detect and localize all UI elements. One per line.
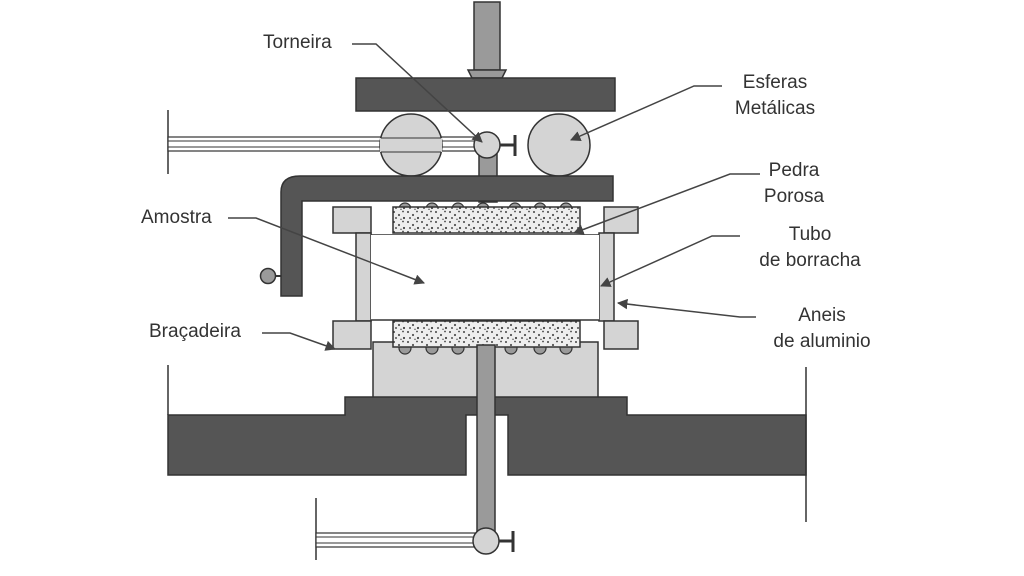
label-pedra-line1: Pedra [768,160,820,181]
leader-lines [228,43,760,351]
aluminum-ring-bottom-left [332,320,372,350]
bottom-drainage-stem [476,344,496,541]
bottom-valve [472,527,515,555]
label-bracadeira: Braçadeira [149,321,241,342]
piston-collar [466,69,508,79]
label-pedra-line2: Porosa [763,186,825,207]
bottom-drainage-pipe [315,498,481,560]
metal-sphere-right [527,113,591,177]
label-tubo-line1: Tubo [788,224,832,245]
label-torneira: Torneira [263,32,332,53]
top-cap-plate [280,175,614,297]
leader-aneis [616,298,756,318]
porous-stone-top [392,206,581,234]
loading-piston [473,1,501,71]
label-aneis-line2: de aluminio [773,331,871,352]
label-pedra-porosa: Pedra Porosa [748,158,840,210]
top-loading-plate [355,77,616,112]
label-tubo-de-borracha: Tubo de borracha [740,222,880,274]
metal-sphere-left [379,113,443,177]
label-esferas-metalicas: Esferas Metálicas [720,70,830,122]
leader-bracadeira [262,332,336,351]
leader-pedra [573,173,760,235]
porous-stone-bottom [392,320,581,348]
label-aneis-line1: Aneis [798,305,846,326]
label-tubo-line2: de borracha [759,250,861,271]
leader-tubo [600,235,740,287]
leader-esferas [570,85,722,142]
label-amostra: Amostra [141,207,212,228]
label-esferas-line2: Metálicas [734,98,816,119]
aluminum-ring-bottom-right [603,320,639,350]
drain-knob [259,267,277,285]
rubber-tube-left [355,232,372,322]
leader-amostra [228,217,425,285]
label-aneis-de-aluminio: Aneis de aluminio [752,303,892,355]
aluminum-ring-top-left [332,206,372,234]
label-esferas-line1: Esferas [742,72,808,93]
sample [371,235,599,320]
rubber-tube-right [598,232,615,322]
leader-torneira [352,43,483,143]
